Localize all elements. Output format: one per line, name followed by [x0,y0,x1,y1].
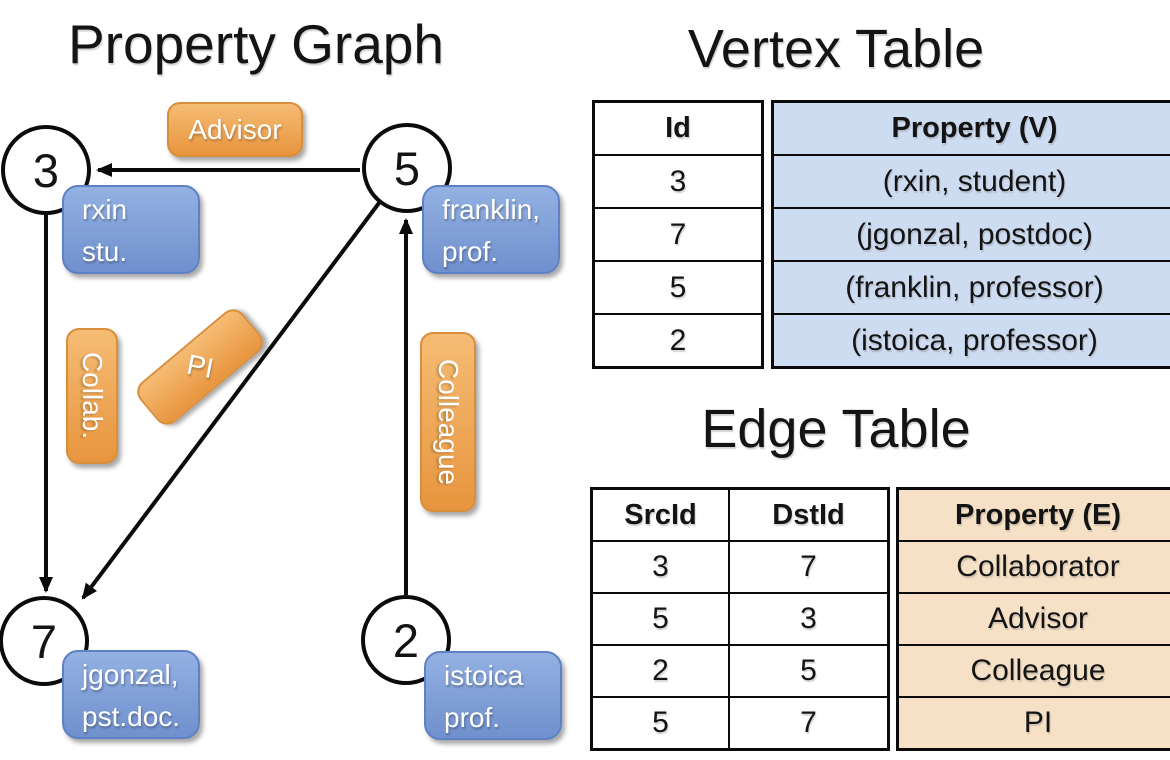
vertex-table-header-property: Property (V) [771,100,1170,156]
table-header-row: Property (V) [771,100,1170,156]
vertex-property-line: pst.doc. [82,701,181,732]
vertex-property-box-rxin: rxin stu. [62,185,200,274]
table-header-row: Id [592,100,764,156]
edge-src-cell: 5 [590,592,730,646]
vertex-property-cell: (istoica, professor) [771,313,1170,369]
vertex-table: Id 3 7 5 2 Property (V) (rxin, student) … [592,100,1170,369]
vertex-node-5: 5 [362,123,452,213]
edge-src-cell: 2 [590,644,730,698]
edge-label-collab: Collab. [66,328,118,464]
table-row: (jgonzal, postdoc) [771,207,1170,262]
table-row: (rxin, student) [771,154,1170,209]
table-row: 2 [592,313,764,369]
vertex-table-title: Vertex Table [687,19,985,79]
edge-property-cell: Colleague [896,644,1170,698]
vertex-property-line: prof. [444,702,501,733]
edge-src-cell: 5 [590,696,730,751]
graph-edges-layer [39,163,413,600]
edge-label-pi-text: PI [184,348,217,385]
edge-table-header-dstid: DstId [728,487,890,542]
edge-table: SrcId DstId 3 7 5 3 2 5 5 7 Property (E) [590,487,1170,751]
vertex-node-3-id: 3 [32,143,60,197]
table-header-row: Property (E) [896,487,1170,542]
table-row: 2 5 [590,644,890,698]
vertex-node-2-id: 2 [392,613,420,667]
vertex-id-cell: 2 [592,313,764,369]
table-row: 5 [592,260,764,315]
vertex-id-cell: 3 [592,154,764,209]
table-row: Advisor [896,592,1170,646]
edge-property-cell: Collaborator [896,540,1170,594]
vertex-property-line: stu. [82,236,128,267]
edge-dst-cell: 3 [728,592,890,646]
vertex-property-line: rxin [82,194,128,225]
edge-table-property-column: Property (E) Collaborator Advisor Collea… [896,487,1170,751]
vertex-property-box-franklin: franklin, prof. [422,185,560,274]
vertex-table-header-id: Id [592,100,764,156]
edge-label-advisor: Advisor [167,102,303,157]
table-row: 5 3 [590,592,890,646]
property-graph-title: Property Graph [67,13,444,75]
vertex-node-7-id: 7 [30,614,58,668]
table-row: Colleague [896,644,1170,698]
edge-label-colleague-text: Colleague [433,358,464,486]
edge-property-cell: Advisor [896,592,1170,646]
vertex-id-cell: 5 [592,260,764,315]
edge-property-cell: PI [896,696,1170,751]
vertex-table-id-column: Id 3 7 5 2 [592,100,764,369]
table-row: Collaborator [896,540,1170,594]
edge-src-cell: 3 [590,540,730,594]
table-row: 7 [592,207,764,262]
vertex-property-cell: (franklin, professor) [771,260,1170,315]
vertex-property-box-istoica: istoica prof. [424,651,562,740]
table-header-row: SrcId DstId [590,487,890,542]
table-row: 3 7 [590,540,890,594]
edge-label-advisor-text: Advisor [188,113,282,145]
edge-table-header-srcid: SrcId [590,487,730,542]
table-row: 5 7 [590,696,890,751]
vertex-property-cell: (rxin, student) [771,154,1170,209]
table-row: (franklin, professor) [771,260,1170,315]
edge-table-id-columns: SrcId DstId 3 7 5 3 2 5 5 7 [590,487,890,751]
vertex-property-line: prof. [442,236,499,267]
table-row: (istoica, professor) [771,313,1170,369]
edge-dst-cell: 7 [728,540,890,594]
edge-dst-cell: 7 [728,696,890,751]
vertex-node-2: 2 [361,595,451,685]
edge-table-header-property: Property (E) [896,487,1170,542]
vertex-table-property-column: Property (V) (rxin, student) (jgonzal, p… [771,100,1170,369]
edge-label-colleague: Colleague [420,332,476,512]
vertex-id-cell: 7 [592,207,764,262]
vertex-property-box-jgonzal: jgonzal, pst.doc. [62,650,200,739]
edge-table-title: Edge Table [701,399,971,459]
edge-dst-cell: 5 [728,644,890,698]
table-row: PI [896,696,1170,751]
vertex-property-line: istoica [444,660,524,691]
edge-5-to-7-pi [81,201,381,600]
edge-label-collab-text: Collab. [77,352,108,440]
vertex-property-line: franklin, [442,194,541,225]
vertex-property-cell: (jgonzal, postdoc) [771,207,1170,262]
vertex-property-line: jgonzal, [82,659,179,690]
vertex-node-5-id: 5 [393,141,421,195]
table-row: 3 [592,154,764,209]
